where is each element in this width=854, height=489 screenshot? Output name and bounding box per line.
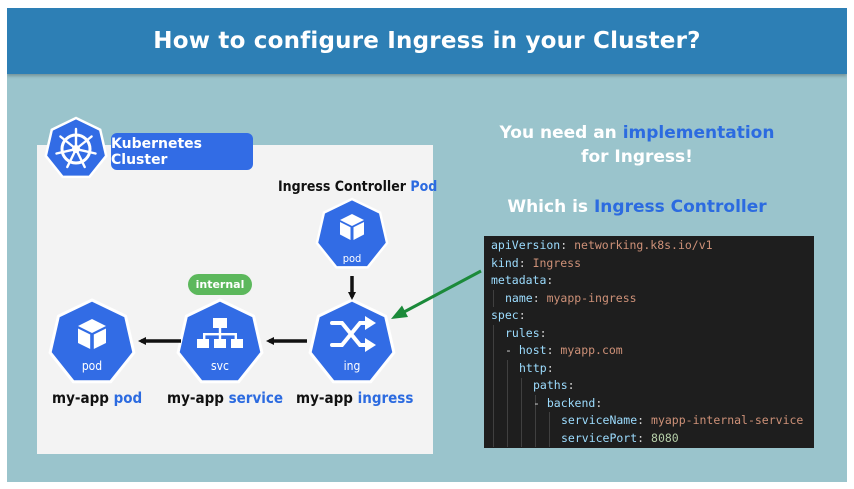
code-key: servicePort [561, 430, 638, 445]
code-line: spec: [491, 307, 526, 325]
ingress-name: my-app ingress [296, 389, 413, 407]
code-key: rules [505, 325, 540, 340]
service-name-highlight: service [228, 389, 284, 407]
ingress-icon-label: ing [343, 359, 361, 373]
controller-pod-icon-label: pod [342, 252, 362, 265]
pod-name-highlight: pod [113, 389, 143, 407]
pod-name-prefix: my-app [52, 389, 114, 407]
code-line: - backend: [533, 395, 602, 413]
explanation-line-3-prefix: Which is [507, 197, 594, 217]
service-name-prefix: my-app [167, 389, 229, 407]
code-key: paths [533, 378, 568, 392]
explanation-line-2: for Ingress! [581, 147, 693, 167]
explanation-line-3: Which is Ingress Controller [457, 197, 817, 217]
green-pointer-arrow [391, 269, 482, 319]
pod-icon-label: pod [81, 359, 103, 373]
controller-title-highlight: Pod [410, 179, 438, 195]
code-key: kind [491, 255, 519, 270]
controller-title-prefix: Ingress Controller [278, 179, 411, 195]
cluster-box [37, 145, 433, 454]
explanation-line-1-prefix: You need an [499, 123, 623, 143]
cluster-badge: Kubernetes Cluster [111, 133, 253, 170]
code-sep: : [546, 343, 561, 357]
code-key: spec [491, 308, 519, 322]
code-key: host [518, 343, 547, 357]
internal-badge: internal [188, 274, 252, 295]
code-value: 8080 [651, 430, 679, 445]
indent-guide [549, 412, 550, 447]
code-key: http [519, 360, 547, 375]
code-line: - host: myapp.com [505, 342, 623, 360]
code-line: rules: [505, 325, 547, 343]
list-dash: - [533, 395, 547, 410]
pod-icon [48, 298, 136, 384]
code-line: kind: Ingress [491, 255, 581, 273]
code-line: name: myapp-ingress [505, 290, 637, 308]
cluster-diagram [44, 116, 482, 384]
ingress-yaml-code-block: apiVersion: networking.k8s.io/v1 kind: I… [484, 236, 814, 448]
code-sep: : [539, 325, 547, 340]
indent-guide [521, 378, 522, 447]
code-value: myapp-ingress [546, 290, 637, 305]
controller-pod-icon [315, 197, 389, 269]
code-key: metadata [491, 273, 547, 287]
code-sep: : [595, 395, 603, 410]
title-bar: How to configure Ingress in your Cluster… [7, 8, 847, 74]
service-icon [176, 298, 264, 384]
code-sep: : [560, 238, 575, 252]
code-line: serviceName: myapp-internal-service [561, 412, 803, 430]
code-line: metadata: [491, 272, 553, 290]
code-key: name [505, 290, 533, 305]
code-sep: : [518, 308, 526, 322]
code-key: apiVersion [491, 238, 561, 252]
code-sep: : [532, 290, 547, 305]
list-dash: - [505, 343, 519, 357]
code-sep: : [567, 378, 575, 392]
code-sep: : [637, 413, 652, 427]
code-sep: : [546, 273, 554, 287]
code-key: backend [546, 395, 596, 410]
explanation-line-1: You need an implementation [457, 123, 817, 143]
ingress-name-highlight: ingress [357, 389, 414, 407]
indent-guide [493, 325, 494, 447]
code-sep: : [546, 360, 554, 375]
service-icon-label: svc [211, 359, 229, 373]
ingress-name-prefix: my-app [296, 389, 358, 407]
slide: How to configure Ingress in your Cluster… [7, 8, 847, 482]
service-name: my-app service [167, 389, 283, 407]
code-key: serviceName [561, 413, 638, 427]
ingress-icon [308, 298, 396, 384]
code-line: paths: [533, 377, 575, 395]
indent-guide [507, 360, 508, 447]
code-line: servicePort: 8080 [561, 430, 679, 448]
slide-title: How to configure Ingress in your Cluster… [153, 28, 701, 54]
code-line: apiVersion: networking.k8s.io/v1 [491, 237, 713, 255]
code-value: myapp-internal-service [651, 413, 804, 427]
explanation-line-3-highlight: Ingress Controller [593, 197, 767, 217]
indent-guide [535, 395, 536, 447]
code-line: http: [519, 360, 554, 378]
controller-title: Ingress Controller Pod [278, 179, 437, 195]
pod-name: my-app pod [52, 389, 142, 407]
code-sep: : [637, 430, 652, 445]
code-value: Ingress [532, 255, 582, 270]
code-sep: : [518, 255, 533, 270]
explanation-line-1-highlight: implementation [622, 123, 775, 143]
code-value: myapp.com [560, 343, 623, 357]
kubernetes-logo-icon [44, 116, 108, 179]
code-value: networking.k8s.io/v1 [574, 238, 713, 252]
indent-guide [493, 290, 494, 307]
